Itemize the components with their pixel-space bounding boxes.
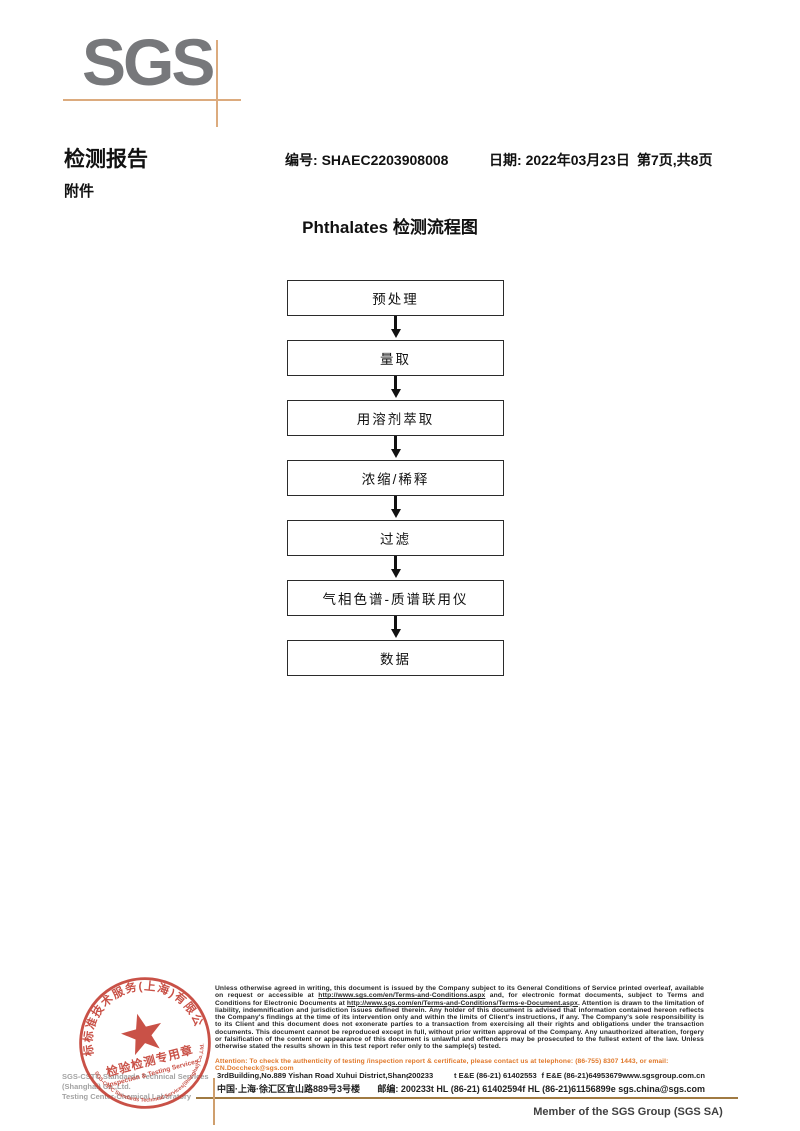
down-arrow-icon <box>287 376 504 400</box>
sgs-group-member-line: Member of the SGS Group (SGS SA) <box>533 1106 723 1118</box>
flow-step-filter: 过滤 <box>287 520 504 556</box>
sgs-logo: SGS <box>82 25 215 99</box>
tel-ee: t E&E (86-21) 61402553 <box>454 1071 537 1080</box>
address-row-chinese: 中国·上海·徐汇区宜山路889号3号楼 邮编: 200233 t HL (86-… <box>217 1082 705 1095</box>
report-date: 日期: 2022年03月23日 <box>489 150 630 170</box>
report-date-label: 日期: <box>489 152 522 168</box>
footer-rule <box>196 1097 738 1099</box>
lab-company-line2: Testing Center-Chemical Laboratory <box>62 1092 192 1101</box>
down-arrow-icon <box>287 496 504 520</box>
website-link[interactable]: www.sgsgroup.com.cn <box>622 1071 705 1080</box>
disclaimer-text: and, for electronic format documents, su… <box>215 992 705 1007</box>
fax-ee: f E&E (86-21)64953679 <box>541 1071 623 1080</box>
tel-hl: t HL (86-21) 61402594 <box>430 1084 523 1094</box>
disclaimer-text: . Attention is drawn to the limitation o… <box>215 999 704 1051</box>
down-arrow-icon <box>287 316 504 340</box>
down-arrow-icon <box>287 436 504 460</box>
flowchart-title: Phthalates 检测流程图 <box>302 218 478 237</box>
logo-vertical-line <box>216 40 218 127</box>
report-number-label: 编号: <box>285 152 318 168</box>
disclaimer-text: Unless otherwise agreed in writing, this… <box>215 985 704 1000</box>
address-english: 3rdBuilding,No.889 Yishan Road Xuhui Dis… <box>217 1071 408 1080</box>
address-chinese: 中国·上海·徐汇区宜山路889号3号楼 <box>217 1084 361 1094</box>
e-document-terms-link[interactable]: http://www.sgs.com/en/Terms-and-Conditio… <box>346 999 578 1007</box>
flow-step-concentrate-dilute: 浓缩/稀释 <box>287 460 504 496</box>
terms-link[interactable]: http://www.sgs.com/en/Terms-and-Conditio… <box>318 992 486 1000</box>
footer-crop-mark <box>213 1078 215 1125</box>
email-link[interactable]: e sgs.china@sgs.com <box>610 1084 705 1094</box>
report-number: 编号: SHAEC2203908008 <box>285 150 448 170</box>
inspection-testing-seal-icon: 通标标准技术服务(上海)有限公司 SGS-CSTC Standards Tech… <box>49 948 232 1130</box>
flow-step-pretreatment: 预处理 <box>287 280 504 316</box>
logo-horizontal-line <box>63 99 241 101</box>
postcode-chinese: 邮编: 200233 <box>377 1084 431 1094</box>
page-indicator: 第7页,共8页 <box>637 152 713 168</box>
address-row-english: 3rdBuilding,No.889 Yishan Road Xuhui Dis… <box>217 1071 705 1080</box>
report-title: 检测报告 <box>64 148 148 171</box>
fax-hl: f HL (86-21)61156899 <box>522 1084 611 1094</box>
flow-step-measure: 量取 <box>287 340 504 376</box>
terms-disclaimer: Unless otherwise agreed in writing, this… <box>215 985 704 1051</box>
flow-step-gcms: 气相色谱-质谱联用仪 <box>287 580 504 616</box>
star-icon <box>121 1013 162 1056</box>
flowchart: 预处理 量取 用溶剂萃取 浓缩/稀释 过滤 气相色谱-质谱联用仪 数据 <box>287 280 504 676</box>
report-number-value: SHAEC2203908008 <box>321 152 449 168</box>
down-arrow-icon <box>287 616 504 640</box>
flow-step-data: 数据 <box>287 640 504 676</box>
down-arrow-icon <box>287 556 504 580</box>
flow-step-solvent-extraction: 用溶剂萃取 <box>287 400 504 436</box>
attachment-label: 附件 <box>64 183 95 200</box>
authenticity-attention-note: Attention: To check the authenticity of … <box>215 1058 669 1073</box>
report-date-value: 2022年03月23日 <box>525 152 630 168</box>
postcode-english: 200233 <box>407 1071 434 1080</box>
